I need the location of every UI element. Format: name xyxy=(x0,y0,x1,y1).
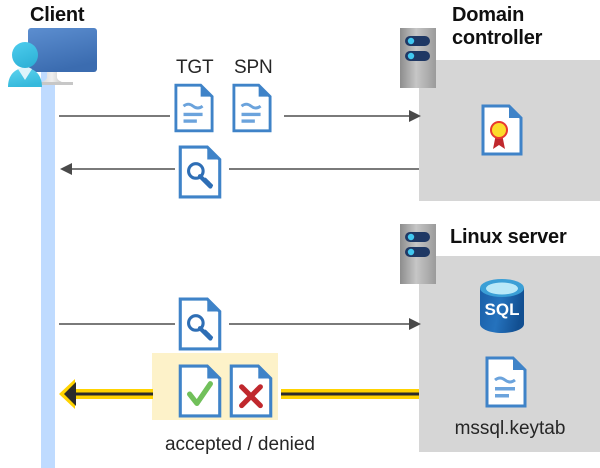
accepted-denied-label: accepted / denied xyxy=(164,434,315,455)
tgt-label: TGT xyxy=(176,57,214,78)
client-lifeline xyxy=(41,62,55,468)
arrow-ticket-to-linux-server xyxy=(229,318,421,330)
accepted-document-icon xyxy=(178,364,222,418)
domain-controller-title-line2: controller xyxy=(452,27,543,49)
domain-controller-title: Domain controller xyxy=(452,4,592,50)
sql-database-icon: SQL xyxy=(475,277,529,335)
sql-label: SQL xyxy=(485,300,520,319)
presented-ticket-key-document-icon xyxy=(178,297,222,351)
arrow-spn-to-domain-controller xyxy=(284,110,421,122)
tgt-document-icon xyxy=(174,83,214,133)
spn-document-icon xyxy=(232,83,272,133)
denied-document-icon xyxy=(229,364,273,418)
client-user-monitor-icon xyxy=(6,27,98,89)
linux-server-server-rack-icon xyxy=(400,224,436,284)
spn-label: SPN xyxy=(234,57,273,78)
domain-controller-title-line1: Domain xyxy=(452,4,525,26)
certificate-document-icon xyxy=(481,104,523,156)
service-ticket-key-document-icon xyxy=(178,145,222,199)
linux-server-title: Linux server xyxy=(450,226,567,248)
keytab-filename-label: mssql.keytab xyxy=(454,418,566,439)
arrow-key-to-client xyxy=(60,163,175,175)
keytab-document-icon xyxy=(485,356,527,408)
client-title: Client xyxy=(30,4,85,26)
domain-controller-server-rack-icon xyxy=(400,28,436,88)
arrow-decision-to-client xyxy=(59,379,153,409)
arrow-linux-server-to-decision xyxy=(281,389,419,399)
